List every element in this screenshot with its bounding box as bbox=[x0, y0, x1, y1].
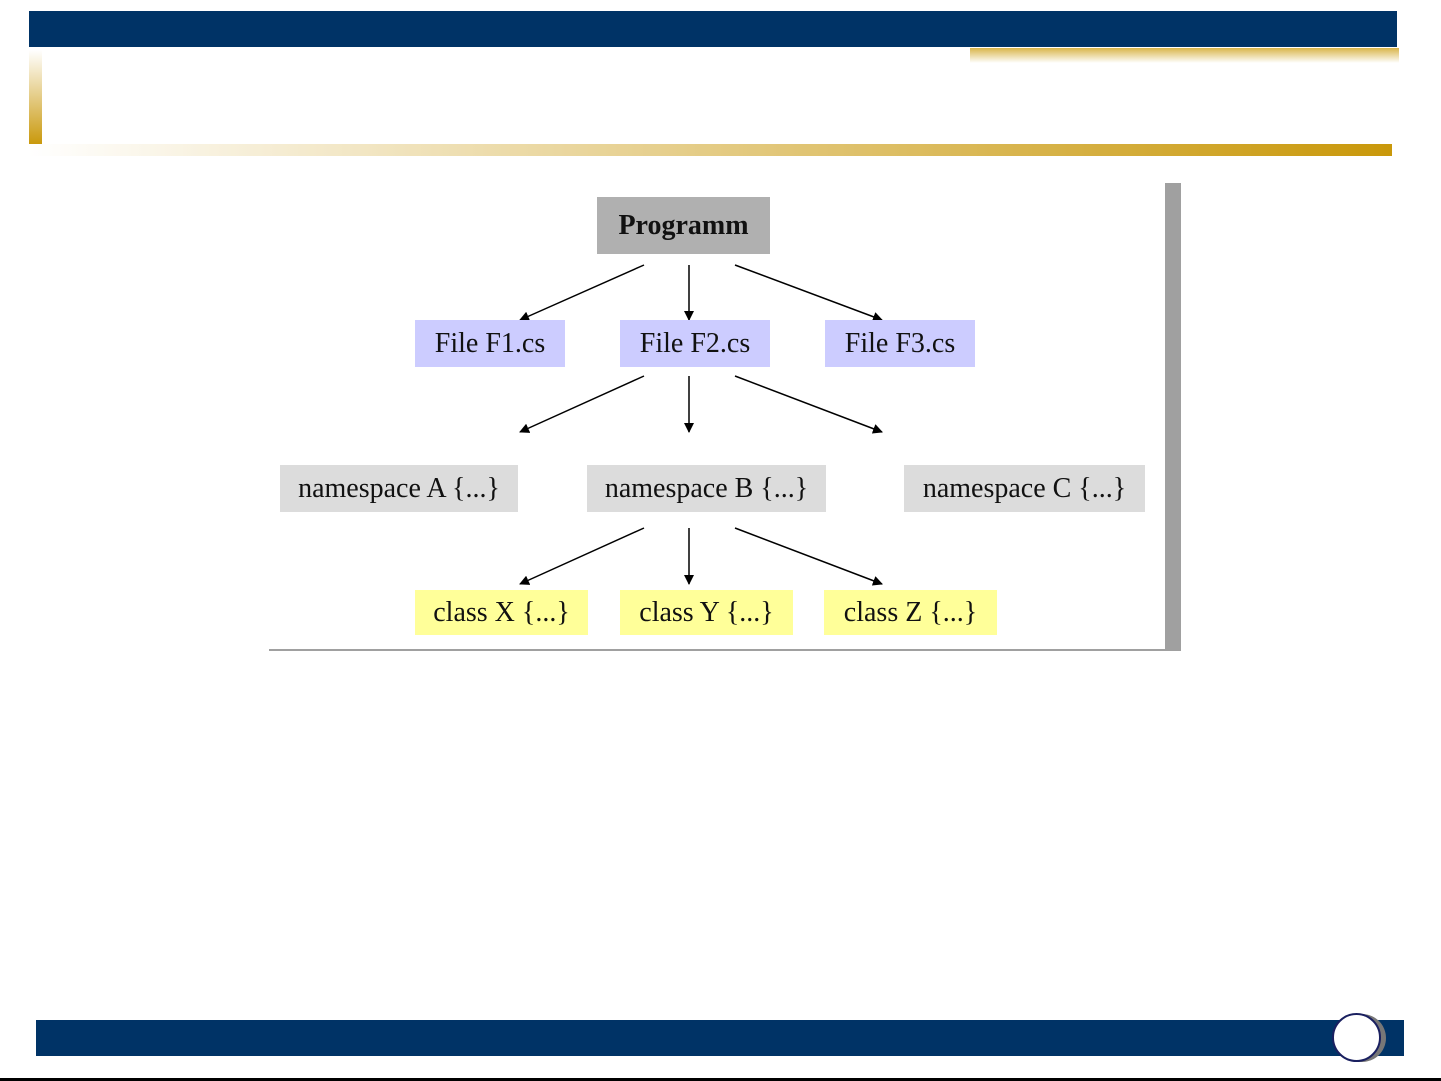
node-file-f2: File F2.cs bbox=[620, 320, 770, 367]
header-accent bbox=[970, 48, 1399, 63]
node-namespace-c: namespace C {...} bbox=[904, 465, 1145, 512]
footer-bar bbox=[36, 1020, 1404, 1056]
header-bar bbox=[29, 11, 1397, 47]
arrow bbox=[519, 375, 645, 433]
node-class-z: class Z {...} bbox=[824, 590, 997, 635]
arrow bbox=[734, 527, 883, 586]
node-namespace-a: namespace A {...} bbox=[280, 465, 518, 512]
bottom-edge-line bbox=[0, 1078, 1441, 1081]
page-indicator-circle bbox=[1332, 1013, 1381, 1062]
title-accent-left bbox=[29, 50, 42, 145]
node-class-x: class X {...} bbox=[415, 590, 588, 635]
arrow bbox=[519, 527, 645, 585]
node-file-f3: File F3.cs bbox=[825, 320, 975, 367]
title-underline bbox=[29, 144, 1392, 156]
node-programm: Programm bbox=[597, 197, 770, 254]
node-file-f1: File F1.cs bbox=[415, 320, 565, 367]
arrow bbox=[734, 375, 883, 434]
arrow bbox=[519, 264, 645, 321]
arrow bbox=[734, 264, 883, 322]
node-namespace-b: namespace B {...} bbox=[587, 465, 826, 512]
node-class-y: class Y {...} bbox=[620, 590, 793, 635]
frame-right-shadow bbox=[1165, 183, 1181, 650]
